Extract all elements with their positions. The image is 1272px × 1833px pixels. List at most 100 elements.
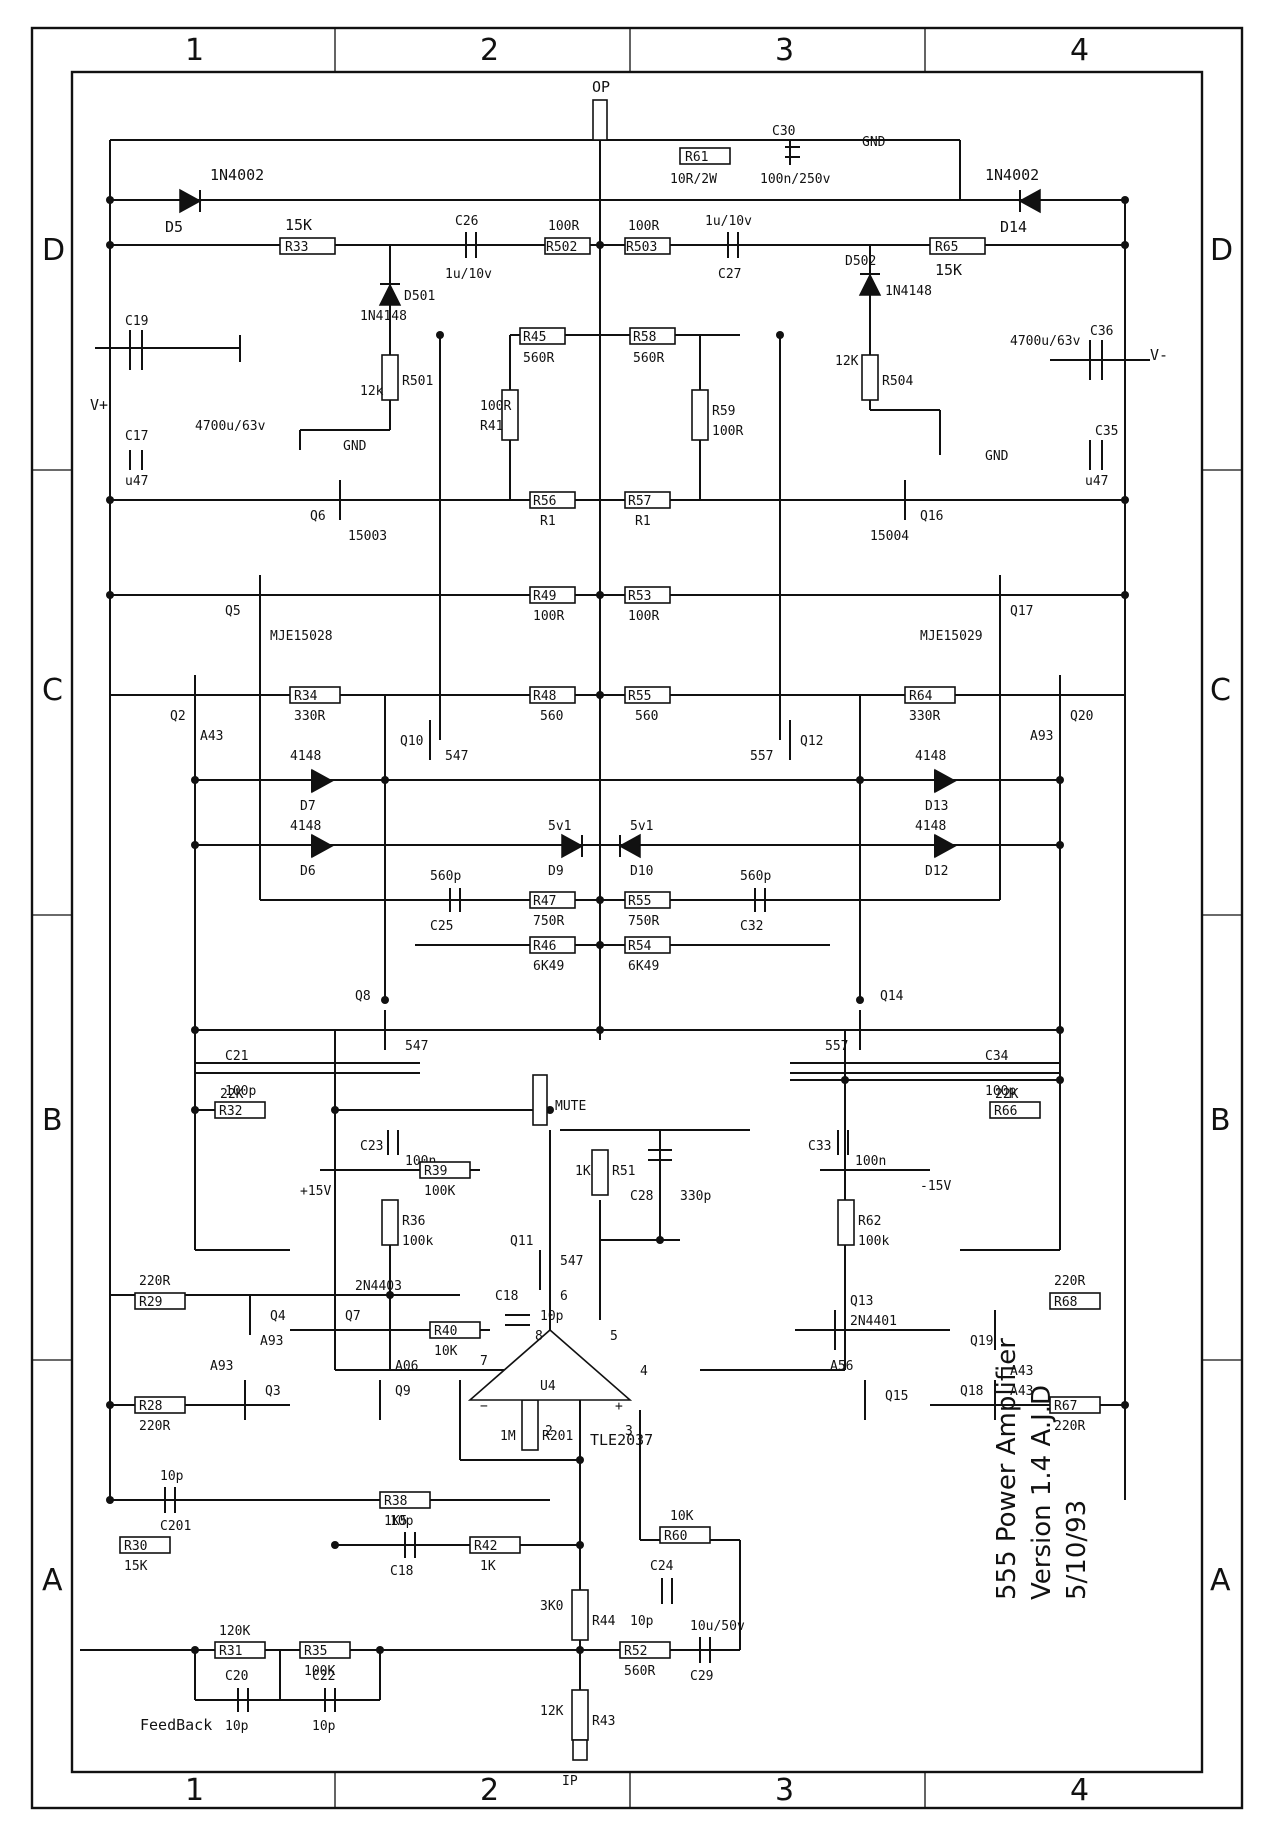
r503-body (624, 237, 671, 255)
r60-body (659, 1526, 711, 1544)
c27-ref: C27 (718, 267, 741, 282)
r61-ref: R61 (685, 150, 708, 165)
r36-body (381, 1199, 399, 1246)
c28-value: 330p (680, 1189, 711, 1204)
mute-label: MUTE (555, 1099, 586, 1114)
r34-ref: R34 (294, 689, 318, 704)
version-text: Version 1.4 A.J.D (1027, 1385, 1057, 1600)
q13-ref: Q13 (850, 1294, 873, 1309)
r201-ref: R201 (542, 1429, 573, 1444)
r66-ref: R66 (994, 1104, 1017, 1119)
r59-ref: R59 (712, 404, 735, 419)
grid-row-d-right: D (1210, 233, 1233, 268)
inner-frame (70, 70, 1204, 1774)
r68-body (1049, 1292, 1101, 1310)
r49-ref: R49 (533, 589, 556, 604)
r52-value: 560R (624, 1664, 655, 1679)
r67-ref: R67 (1054, 1399, 1077, 1414)
c22-value: 10p (312, 1719, 336, 1734)
q10-ref: Q10 (400, 734, 423, 749)
d10-value: 5v1 (630, 819, 653, 834)
q8-value: 547 (405, 1039, 428, 1054)
d9-ref: D9 (548, 864, 564, 879)
u4-plus: + (615, 1399, 623, 1414)
r58-ref: R58 (633, 330, 656, 345)
c25-value: 560p (430, 869, 461, 884)
r54-value: 6K49 (628, 959, 659, 974)
r501-body (381, 354, 399, 401)
q12-value: 557 (750, 749, 773, 764)
r41-ref: R41 (480, 419, 503, 434)
r64-body (904, 686, 956, 704)
grid-col-1-bottom: 1 (185, 1773, 204, 1808)
r35-ref: R35 (304, 1644, 327, 1659)
q11-value: 547 (560, 1254, 583, 1269)
d7-ref: D7 (300, 799, 316, 814)
q4-ref: Q4 (270, 1309, 286, 1324)
q20-value: A93 (1030, 729, 1053, 744)
transistors: Q6 15003 Q16 15004 Q5 MJE15028 Q17 MJE15… (170, 480, 1093, 1420)
r38-ref: R38 (384, 1494, 407, 1509)
r52-body (619, 1641, 671, 1659)
grid-col-4-top: 4 (1070, 33, 1089, 68)
title-text: 555 Power Amplifier (992, 1338, 1022, 1600)
d6-ref: D6 (300, 864, 316, 879)
r61-value: 10R/2W (670, 172, 717, 187)
c18-ref: C201 (160, 1519, 191, 1534)
r35-body (299, 1641, 351, 1659)
grid-col-4-bottom: 4 (1070, 1773, 1089, 1808)
outer-frame (30, 26, 1244, 1810)
r54-body (624, 936, 671, 954)
r48-ref: R48 (533, 689, 556, 704)
q3-value: A93 (210, 1359, 233, 1374)
r66-body (989, 1101, 1041, 1119)
c20-ref: C20 (225, 1669, 248, 1684)
d6-value: 4148 (290, 819, 321, 834)
q14-value: 557 (825, 1039, 848, 1054)
q17-value: MJE15029 (920, 629, 983, 644)
r55a-ref: R55 (628, 689, 651, 704)
r43-ref: R43 (592, 1714, 615, 1729)
c23-ref: C23 (360, 1139, 383, 1154)
c201-value: 10p (540, 1309, 564, 1324)
r31-value: 120K (219, 1624, 250, 1639)
c34-value: 100p (985, 1084, 1016, 1099)
r33-value: 15K (285, 216, 312, 234)
d-row-components: R33 15K R65 15K R502 100R R503 100R C26 … (90, 214, 1168, 489)
r59-value: 100R (712, 424, 743, 439)
r55b-ref: R55 (628, 894, 651, 909)
d501-value: 1N4148 (360, 309, 407, 324)
top-section: D5 1N4002 D14 1N4002 R61 10R/2W C30 100n… (165, 78, 1041, 236)
c19-value: 4700u/63v (195, 419, 266, 434)
q12-ref: Q12 (800, 734, 823, 749)
d13-value: 4148 (915, 749, 946, 764)
r29-ref: R29 (139, 1295, 162, 1310)
q5-ref: Q5 (225, 604, 241, 619)
r49-body (529, 586, 576, 604)
grid-row-c-right: C (1210, 673, 1231, 708)
c33-ref: C33 (808, 1139, 831, 1154)
r55a-value: 560 (635, 709, 658, 724)
c22-ref: C22 (312, 1669, 335, 1684)
q19-ref: Q19 (970, 1334, 993, 1349)
r57-body (624, 491, 671, 509)
q13-value: 2N4401 (850, 1314, 897, 1329)
d501-ref: D501 (404, 289, 435, 304)
r53-value: 100R (628, 609, 659, 624)
r42-ref: R42 (474, 1539, 497, 1554)
r58-value: 560R (633, 351, 664, 366)
d14-ref: D14 (1000, 218, 1027, 236)
r66-value: 22K (995, 1087, 1019, 1102)
wiring (80, 139, 1126, 1740)
vplus-label: V+ (90, 396, 108, 414)
r53-ref: R53 (628, 589, 651, 604)
r56-value: R1 (540, 514, 556, 529)
c31-ref: C29 (690, 1669, 713, 1684)
c29-ref: C24 (650, 1559, 674, 1574)
r30-ref: R30 (124, 1539, 147, 1554)
r61-body (679, 147, 731, 165)
op-label: OP (592, 78, 610, 96)
q15-ref: Q15 (885, 1389, 908, 1404)
r28-body (134, 1396, 186, 1414)
